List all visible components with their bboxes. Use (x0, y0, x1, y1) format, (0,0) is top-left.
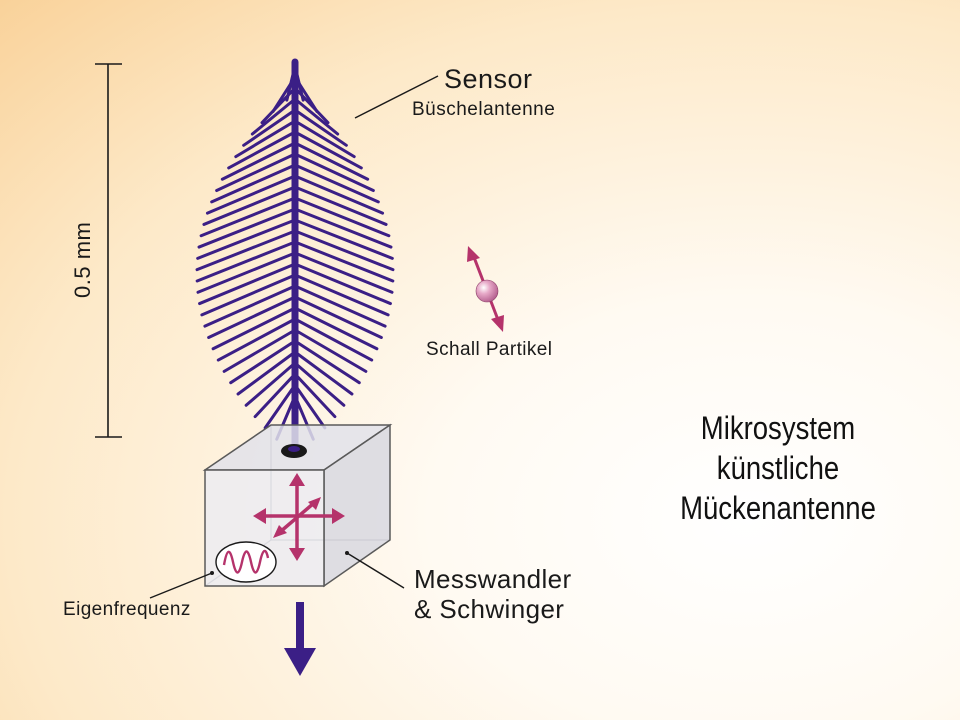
antenna-barb-right (293, 317, 374, 362)
antenna-barb-left (196, 218, 297, 260)
antenna-barb-left (205, 174, 297, 215)
antenna-barb-left (229, 339, 297, 385)
antenna-barb-right (293, 295, 383, 339)
antenna-barb-left (202, 185, 297, 226)
transducer-label-line1: Messwandler (414, 564, 572, 594)
antenna-barb-left (200, 273, 297, 317)
antenna-barb-right (293, 251, 394, 294)
antenna-barb-left (216, 317, 297, 362)
antenna-barb-left (253, 372, 297, 419)
antenna-barb-right (293, 240, 395, 283)
antenna-barb-right (293, 284, 387, 328)
antenna-barb-left (211, 306, 297, 351)
antenna-barb-left (242, 108, 297, 147)
antenna-barb-left (199, 196, 297, 238)
scale-label: 0.5 mm (70, 221, 95, 298)
antenna-barb-right (293, 185, 388, 226)
antenna-barb-right (293, 218, 394, 260)
antenna-barb-left (250, 97, 297, 136)
output-arrow (284, 602, 316, 676)
antenna-barb-left (203, 284, 297, 328)
antenna-barb-left (196, 251, 297, 294)
antenna-barb-left (244, 361, 297, 407)
antenna-barb-right (293, 119, 356, 159)
sensor-subtitle: Büschelantenne (412, 99, 556, 120)
title-line-3: Mückenantenne (680, 490, 876, 526)
slide-title: Mikrosystem künstliche Mückenantenne (666, 408, 890, 528)
antenna-barb-left (195, 229, 297, 272)
eigenfrequency-label: Eigenfrequenz (63, 599, 191, 620)
antenna-barb-right (293, 229, 395, 272)
antenna-barb-left (263, 383, 297, 430)
transducer-label-line2: & Schwinger (414, 594, 565, 624)
antenna-barb-right (293, 306, 379, 351)
title-line-1: Mikrosystem (700, 410, 856, 446)
sensor-pointer (354, 75, 439, 119)
antenna-barb-right (293, 97, 340, 136)
antenna-barb-left (220, 141, 297, 181)
motion-arrows (253, 473, 345, 561)
transducer-pointer (346, 552, 405, 589)
antenna-barb-left (197, 207, 297, 249)
antenna-barb-right (293, 383, 327, 430)
antenna-barb-right (293, 152, 375, 193)
sensor-label: Sensor (444, 64, 533, 94)
antenna-barb-right (293, 130, 363, 170)
antenna-barb-right (293, 108, 348, 147)
antenna-barb-right (293, 174, 385, 215)
antenna-barb-left (215, 152, 297, 193)
antenna-barb-left (234, 119, 297, 159)
antenna-barb-left (236, 350, 297, 396)
sound-particle (467, 246, 504, 332)
antenna-barb-left (207, 295, 297, 339)
antenna-barb-right (293, 350, 354, 396)
antenna-barb-right (293, 86, 330, 125)
antenna-barb-right (293, 207, 393, 249)
antenna-barb-right (293, 372, 337, 419)
antenna-barb-left (198, 262, 297, 306)
eigen-pointer (149, 572, 213, 599)
antenna-barb-right (293, 262, 392, 306)
antenna-barb-left (222, 328, 297, 373)
antenna-barb-right (293, 273, 390, 317)
antenna-barb-right (293, 361, 346, 407)
antenna-barb-right (293, 196, 391, 238)
antenna-barb-left (210, 163, 297, 204)
antenna-barb-left (260, 86, 297, 125)
title-line-2: künstliche (716, 450, 840, 486)
scale-bar (95, 63, 122, 438)
antenna-barb-left (227, 130, 297, 170)
antenna-barb-right (293, 163, 380, 204)
antenna-barb-right (293, 339, 361, 385)
particle-label: Schall Partikel (426, 339, 553, 360)
antenna-barb-left (195, 240, 297, 283)
eigenfrequency-icon (215, 541, 277, 583)
antenna-barbs (195, 64, 395, 441)
antenna-barb-right (293, 328, 368, 373)
antenna-barb-right (293, 141, 370, 181)
